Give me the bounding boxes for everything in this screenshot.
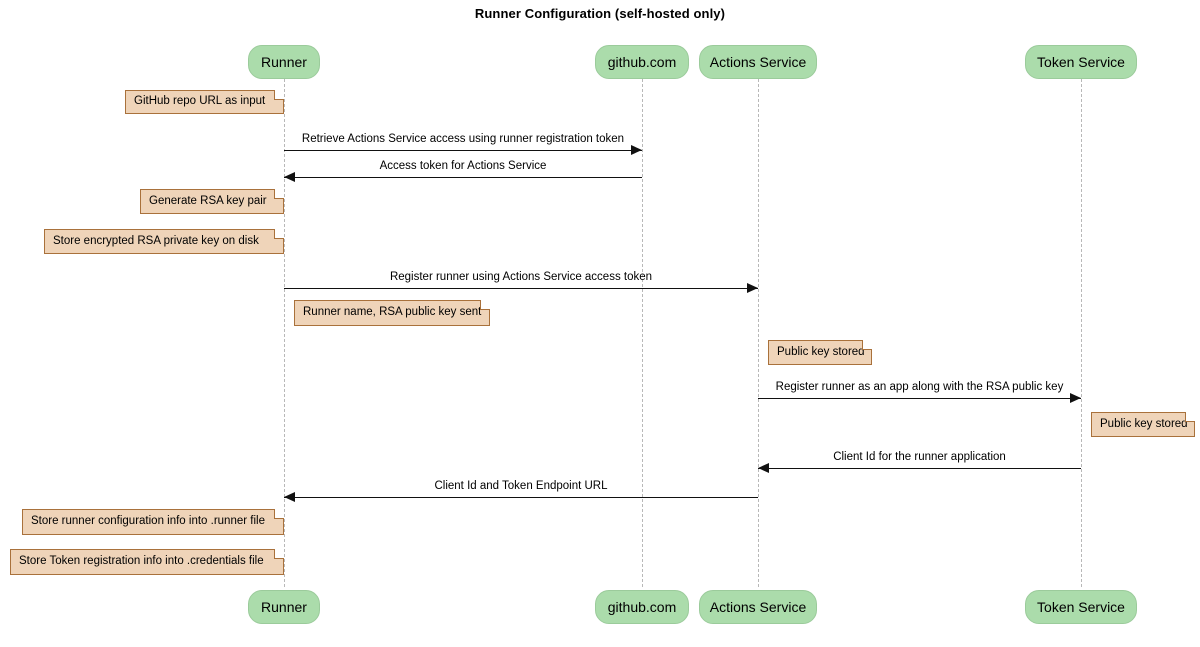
note-fold-icon — [274, 91, 283, 100]
note-store-encrypted-rsa-private-key: Store encrypted RSA private key on disk — [44, 229, 284, 254]
note-text: Store Token registration info into .cred… — [19, 555, 264, 568]
lifeline-actions-service — [758, 79, 759, 587]
message-arrowhead-3 — [747, 283, 758, 293]
participant-label: github.com — [607, 54, 677, 70]
participant-github-com-bottom[interactable]: github.com — [595, 590, 689, 624]
note-store-token-registration: Store Token registration info into .cred… — [10, 549, 284, 575]
note-runner-name-rsa-public-key: Runner name, RSA public key sent — [294, 300, 490, 326]
note-public-key-stored-token: Public key stored — [1091, 412, 1195, 437]
message-label-2: Access token for Actions Service — [379, 160, 547, 172]
diagram-title: Runner Configuration (self-hosted only) — [474, 6, 726, 21]
participant-label: Runner — [261, 54, 307, 70]
participant-label: Actions Service — [709, 599, 807, 615]
note-store-runner-configuration: Store runner configuration info into .ru… — [22, 509, 284, 535]
lifeline-runner — [284, 79, 285, 587]
message-arrowhead-2 — [284, 172, 295, 182]
participant-actions-service-top[interactable]: Actions Service — [699, 45, 817, 79]
note-text: Public key stored — [777, 345, 865, 358]
message-line-5 — [758, 468, 1081, 469]
note-fold-icon — [862, 341, 871, 350]
participant-label: github.com — [607, 599, 677, 615]
note-text: Generate RSA key pair — [149, 194, 267, 207]
message-line-2 — [284, 177, 642, 178]
message-line-3 — [284, 288, 758, 289]
message-label-1: Retrieve Actions Service access using ru… — [301, 133, 625, 145]
participant-label: Token Service — [1037, 54, 1125, 70]
note-github-repo-url: GitHub repo URL as input — [125, 90, 284, 114]
participant-token-service-top[interactable]: Token Service — [1025, 45, 1137, 79]
message-label-3: Register runner using Actions Service ac… — [389, 271, 653, 283]
participant-runner-top[interactable]: Runner — [248, 45, 320, 79]
message-line-4 — [758, 398, 1081, 399]
message-arrowhead-6 — [284, 492, 295, 502]
message-arrowhead-5 — [758, 463, 769, 473]
note-fold-icon — [274, 510, 283, 519]
note-text: Store runner configuration info into .ru… — [31, 515, 265, 528]
participant-actions-service-bottom[interactable]: Actions Service — [699, 590, 817, 624]
note-generate-rsa-key-pair: Generate RSA key pair — [140, 189, 284, 214]
note-text: Store encrypted RSA private key on disk — [53, 234, 259, 247]
note-text: GitHub repo URL as input — [134, 95, 266, 108]
participant-runner-bottom[interactable]: Runner — [248, 590, 320, 624]
lifeline-token-service — [1081, 79, 1082, 587]
message-label-6: Client Id and Token Endpoint URL — [434, 480, 608, 492]
message-arrowhead-1 — [631, 145, 642, 155]
message-label-5: Client Id for the runner application — [833, 451, 1006, 463]
note-fold-icon — [274, 190, 283, 199]
participant-label: Actions Service — [709, 54, 807, 70]
participant-token-service-bottom[interactable]: Token Service — [1025, 590, 1137, 624]
note-text: Runner name, RSA public key sent — [303, 306, 482, 319]
lifeline-github-com — [642, 79, 643, 587]
participant-label: Token Service — [1037, 599, 1125, 615]
note-fold-icon — [274, 550, 283, 559]
note-fold-icon — [1185, 413, 1194, 422]
note-public-key-stored-actions: Public key stored — [768, 340, 872, 365]
note-fold-icon — [480, 301, 489, 310]
participant-github-com-top[interactable]: github.com — [595, 45, 689, 79]
message-arrowhead-4 — [1070, 393, 1081, 403]
message-label-4: Register runner as an app along with the… — [775, 381, 1064, 393]
participant-label: Runner — [261, 599, 307, 615]
note-fold-icon — [274, 230, 283, 239]
note-text: Public key stored — [1100, 417, 1188, 430]
message-line-1 — [284, 150, 642, 151]
message-line-6 — [284, 497, 758, 498]
